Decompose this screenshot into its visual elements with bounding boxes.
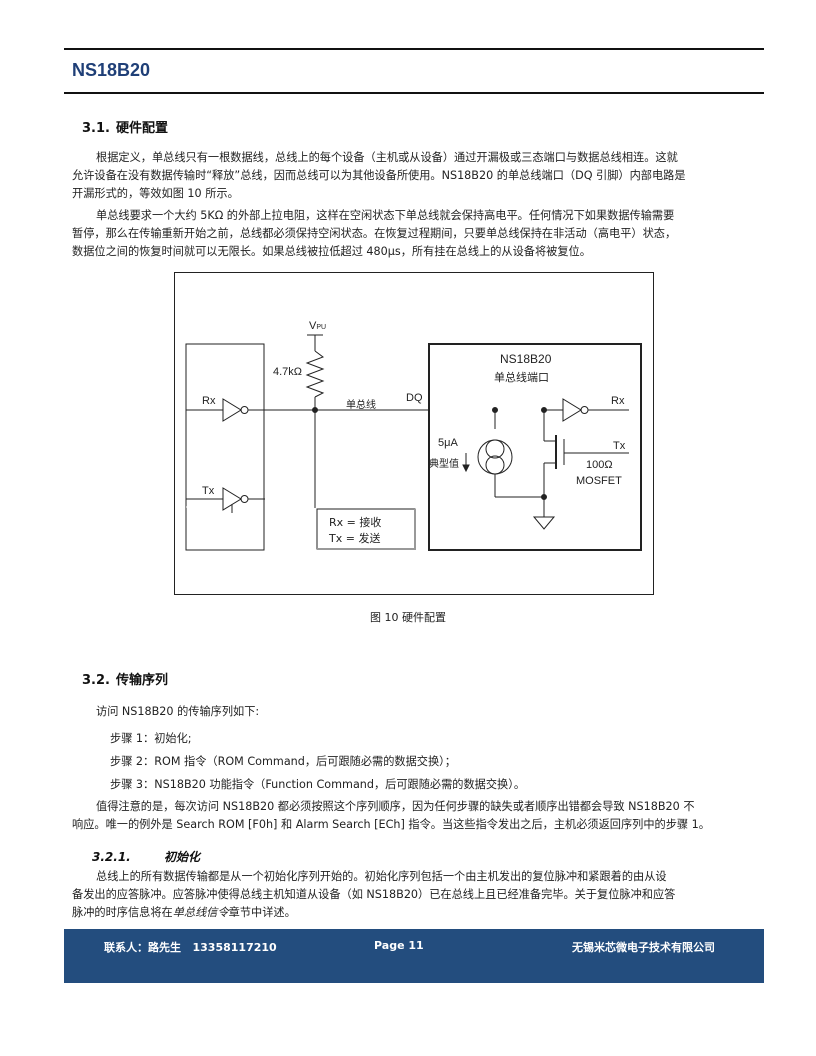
figure-caption: 图 10 硬件配置 (370, 611, 446, 624)
sequence-intro: 访问 NS18B20 的传输序列如下: (96, 705, 260, 718)
pullup-resistor (305, 350, 325, 398)
circuit-svg (185, 334, 642, 551)
section-number: 3.1. (82, 121, 110, 136)
para1-line2: 允许设备在没有数据传输时“释放”总线，因而总线可以为其他设备所使用。NS18B2… (72, 169, 686, 182)
hardware-diagram: VPU 4.7kΩ Rx Tx 单总线 DQ NS18B20 单总线端口 Rx … (174, 272, 654, 595)
init-line3-a: 脉冲的时序信息将在 (72, 906, 173, 919)
section-heading-hardware: 3.1. 硬件配置 (82, 117, 168, 136)
note-line1: 值得注意的是，每次访问 NS18B20 都必须按照这个序列顺序，因为任何步骤的缺… (96, 800, 695, 813)
bus-label: 单总线 (346, 400, 376, 411)
subsection-heading-init: 3.2.1. 初始化 (92, 848, 200, 865)
typical-label: 典型值 (429, 459, 459, 470)
para2-line3: 数据位之间的恢复时间就可以无限长。如果总线被拉低超过 480μs，所有挂在总线上… (72, 245, 591, 258)
init-line3: 脉冲的时序信息将在单总线信令章节中详述。 (72, 904, 296, 922)
current-arrow-head (462, 464, 470, 473)
subsection-title: 初始化 (164, 850, 201, 864)
step-2: 步骤 2：ROM 指令（ROM Command，后可跟随必需的数据交换）； (110, 755, 456, 768)
master-box (185, 343, 265, 551)
tx-left-label: Tx (202, 485, 215, 497)
rx-right-label: Rx (611, 395, 625, 407)
current-source-top (485, 439, 505, 459)
init-line3-b: 章节中详述。 (228, 906, 296, 919)
para1-line3: 开漏形式的，等效如图 10 所示。 (72, 187, 239, 200)
init-line2: 备发出的应答脉冲。应答脉冲使得总线主机知道从设备（如 NS18B20）已在总线上… (72, 888, 676, 901)
mosfet-r-label: 100Ω (586, 459, 613, 471)
para2-line2: 暂停，那么在传输重新开始之前，总线都必须保持空闲状态。在恢复过程期间，只要单总线… (72, 227, 677, 240)
rx-right-buffer (562, 398, 582, 422)
rx-right-bubble (580, 406, 589, 414)
chip-port-label: 单总线端口 (494, 371, 549, 384)
current-source-bottom (485, 455, 505, 475)
node-ground (541, 494, 547, 500)
ground-symbol (532, 516, 556, 530)
chip-box (428, 343, 642, 551)
section-number: 3.2. (82, 673, 110, 688)
mosfet-label: MOSFET (576, 475, 622, 487)
init-line3-em: 单总线信令 (172, 906, 229, 919)
para1-line1: 根据定义，单总线只有一根数据线，总线上的每个设备（主机或从设备）通过开漏极或三态… (96, 151, 678, 164)
rx-left-bubble (240, 406, 249, 414)
step-1: 步骤 1：初始化; (110, 732, 192, 745)
legend-tx: Tx = 发送 (329, 532, 381, 545)
vpu-sub: PU (316, 324, 327, 331)
tx-right-label: Tx (613, 440, 626, 452)
tx-left-bubble (240, 495, 249, 503)
chip-name-label: NS18B20 (500, 352, 552, 366)
rx-left-buffer (222, 398, 242, 422)
dq-label: DQ (406, 392, 423, 404)
note-line2: 响应。唯一的例外是 Search ROM [F0h] 和 Alarm Searc… (72, 818, 710, 831)
resistor-label: 4.7kΩ (273, 366, 303, 378)
vpu-label: VPU (309, 320, 326, 332)
vpu-main: V (309, 320, 317, 332)
step-3: 步骤 3：NS18B20 功能指令（Function Command，后可跟随必… (110, 778, 526, 791)
section-title: 硬件配置 (116, 121, 169, 136)
section-heading-sequence: 3.2. 传输序列 (82, 669, 168, 688)
footer-bar: 联系人：路先生 13358117210 Page 11 无锡米芯微电子技术有限公… (64, 929, 764, 983)
section-title: 传输序列 (116, 673, 169, 688)
init-line1: 总线上的所有数据传输都是从一个初始化序列开始的。初始化序列包括一个由主机发出的复… (96, 870, 667, 883)
legend-rx: Rx = 接收 (329, 516, 382, 529)
footer-contact: 联系人：路先生 13358117210 (104, 941, 277, 954)
subsection-number: 3.2.1. (92, 850, 131, 864)
footer-company: 无锡米芯微电子技术有限公司 (572, 941, 715, 954)
doc-title: NS18B20 (72, 60, 151, 80)
current-source (477, 439, 513, 475)
header-rule (64, 92, 764, 94)
para2-line1: 单总线要求一个大约 5KΩ 的外部上拉电阻，这样在空闲状态下单总线就会保持高电平… (96, 209, 675, 222)
legend-shadow (317, 509, 416, 550)
current-value-label: 5μA (438, 437, 458, 449)
top-rule (64, 48, 764, 50)
rx-left-label: Rx (202, 395, 216, 407)
footer-page: Page 11 (374, 939, 424, 952)
